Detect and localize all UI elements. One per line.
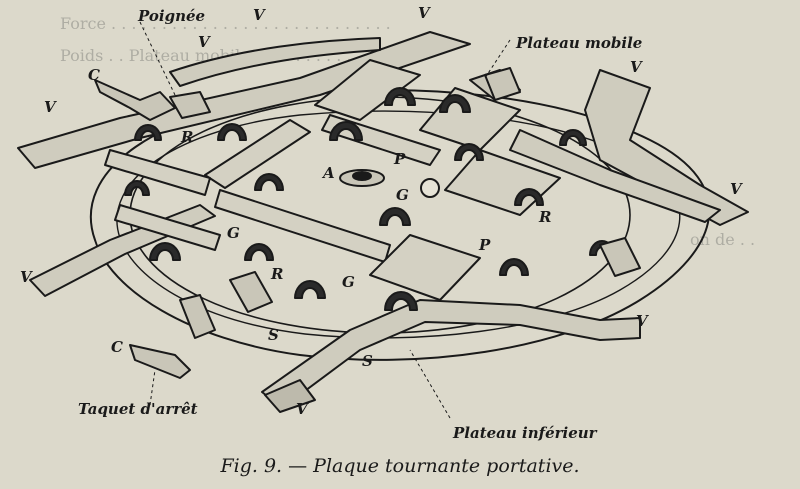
- rail: [169, 37, 381, 87]
- stop-catch: [169, 91, 211, 119]
- label-r: R: [271, 265, 284, 283]
- central-pivot-hub: [352, 171, 372, 181]
- label-g: G: [342, 273, 355, 291]
- label-v: V: [418, 4, 430, 22]
- beam: [114, 204, 221, 251]
- label-plateau-inferieur: Plateau inférieur: [453, 424, 597, 442]
- leader-poignee: [139, 21, 176, 96]
- label-v: V: [20, 268, 32, 286]
- stop-catch: [229, 271, 273, 313]
- label-p: P: [479, 236, 491, 254]
- pin: [420, 178, 440, 198]
- label-taquet-arret: Taquet d'arrêt: [78, 400, 198, 418]
- label-c: C: [88, 66, 100, 84]
- label-s: S: [362, 352, 373, 370]
- label-v: V: [296, 400, 308, 418]
- label-a: A: [323, 164, 335, 182]
- caption-dash: —: [282, 455, 314, 477]
- label-v: V: [730, 180, 742, 198]
- label-g: G: [396, 186, 409, 204]
- stop-catch: [129, 344, 191, 379]
- label-r: R: [181, 128, 194, 146]
- beam: [104, 149, 211, 196]
- stop-catch: [599, 237, 641, 277]
- beam: [204, 119, 311, 189]
- beam: [214, 189, 391, 263]
- figure-caption: Fig. 9. — Plaque tournante portative.: [0, 455, 800, 477]
- beam: [444, 149, 561, 216]
- rail: [261, 299, 641, 409]
- leader-plateau-mobile: [484, 39, 511, 79]
- label-v: V: [198, 33, 210, 51]
- figure-title: Plaque tournante portative.: [313, 455, 580, 477]
- label-plateau-mobile: Plateau mobile: [516, 34, 643, 52]
- label-v: V: [253, 6, 265, 24]
- stop-catch: [179, 294, 216, 339]
- leader-plateau-inferieur: [409, 349, 451, 419]
- beam: [314, 59, 421, 121]
- figure-number: Fig. 9.: [220, 455, 283, 477]
- label-g: G: [227, 224, 240, 242]
- lower-plate-inner: [116, 110, 681, 339]
- rail: [584, 69, 749, 226]
- handle: [94, 79, 176, 121]
- rail: [509, 129, 721, 223]
- label-poignee: Poignée: [138, 7, 206, 25]
- label-c: C: [111, 338, 123, 356]
- label-s: S: [268, 326, 279, 344]
- label-v: V: [636, 312, 648, 330]
- label-v: V: [630, 58, 642, 76]
- beam: [369, 234, 481, 301]
- bleed-through-text: on de . .: [690, 230, 756, 249]
- label-p: P: [394, 150, 406, 168]
- label-r: R: [539, 208, 552, 226]
- stop-catch: [484, 67, 521, 101]
- rail: [264, 379, 316, 413]
- label-v: V: [44, 98, 56, 116]
